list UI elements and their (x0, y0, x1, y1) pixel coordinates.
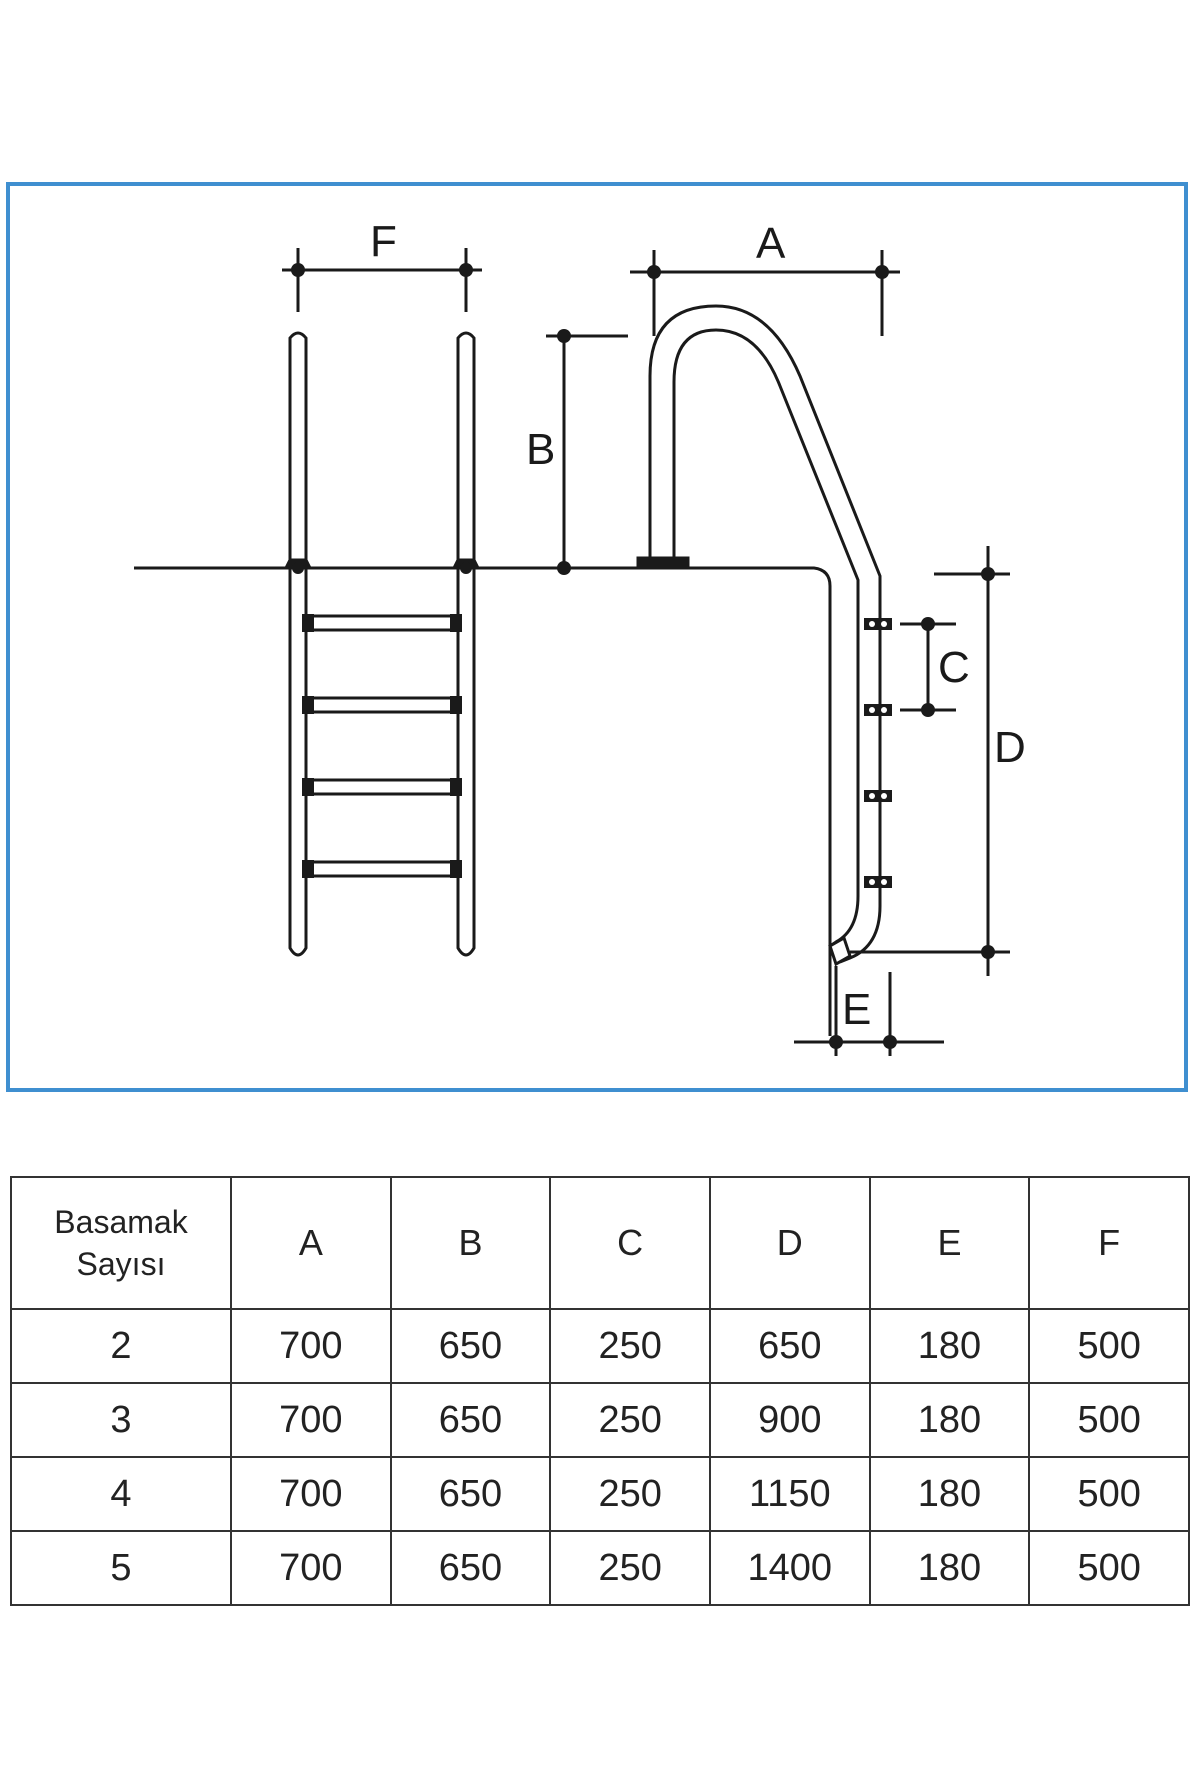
cell-f: 500 (1028, 1530, 1190, 1606)
label-e: E (842, 985, 871, 1034)
cell-a: 700 (230, 1456, 392, 1532)
cell-c: 250 (549, 1308, 711, 1384)
table-row: 4 700 650 250 1150 180 500 (10, 1456, 1190, 1532)
cell-steps: 4 (10, 1456, 232, 1532)
table-row: 3 700 650 250 900 180 500 (10, 1382, 1190, 1458)
side-view-ladder (636, 304, 892, 967)
table-header-row: Basamak Sayısı A B C D E F (10, 1176, 1190, 1310)
cell-steps: 2 (10, 1308, 232, 1384)
dimension-markers (291, 263, 995, 1049)
cell-e: 180 (868, 1308, 1031, 1384)
label-f: F (370, 217, 397, 266)
cell-e: 180 (868, 1382, 1031, 1458)
cell-c: 250 (549, 1456, 711, 1532)
cell-e: 180 (868, 1530, 1031, 1606)
diagram-frame: F A B C D E (6, 182, 1188, 1092)
cell-d: 650 (708, 1308, 871, 1384)
header-col-d: D (708, 1176, 871, 1310)
dimension-f (282, 248, 482, 312)
step-4 (304, 860, 460, 878)
dimension-a (630, 250, 900, 336)
side-handrail-outer (648, 304, 882, 964)
label-a: A (756, 219, 786, 268)
header-col-e: E (868, 1176, 1031, 1310)
side-handrail-inner (672, 328, 860, 948)
cell-b: 650 (389, 1456, 552, 1532)
table-row: 5 700 650 250 1400 180 500 (10, 1530, 1190, 1606)
cell-steps: 3 (10, 1382, 232, 1458)
step-2 (304, 696, 460, 714)
dimension-b (546, 334, 628, 568)
cell-b: 650 (389, 1308, 552, 1384)
header-col-a: A (230, 1176, 392, 1310)
front-right-rail (456, 331, 476, 957)
step-1 (304, 614, 460, 632)
dimensions-table: Basamak Sayısı A B C D E F 2 700 650 250… (10, 1176, 1190, 1606)
header-col-f: F (1028, 1176, 1190, 1310)
front-view-ladder (283, 331, 481, 957)
header-col-c: C (549, 1176, 711, 1310)
pool-deck-line (134, 566, 832, 966)
cell-d: 1400 (708, 1530, 871, 1606)
cell-c: 250 (549, 1382, 711, 1458)
label-c: C (938, 643, 970, 692)
front-left-rail (288, 331, 308, 957)
front-steps (304, 614, 460, 878)
cell-c: 250 (549, 1530, 711, 1606)
header-col-b: B (389, 1176, 552, 1310)
cell-f: 500 (1028, 1456, 1190, 1532)
label-d: D (994, 723, 1026, 772)
cell-e: 180 (868, 1456, 1031, 1532)
cell-a: 700 (230, 1308, 392, 1384)
step-3 (304, 778, 460, 796)
cell-d: 900 (708, 1382, 871, 1458)
cell-b: 650 (389, 1382, 552, 1458)
dimension-d (850, 546, 1010, 976)
cell-steps: 5 (10, 1530, 232, 1606)
cell-d: 1150 (708, 1456, 871, 1532)
label-b: B (526, 425, 555, 474)
table-row: 2 700 650 250 650 180 500 (10, 1308, 1190, 1384)
cell-f: 500 (1028, 1382, 1190, 1458)
cell-a: 700 (230, 1382, 392, 1458)
cell-b: 650 (389, 1530, 552, 1606)
ladder-diagram: F A B C D E (134, 217, 1026, 1056)
cell-a: 700 (230, 1530, 392, 1606)
header-step-count: Basamak Sayısı (10, 1176, 232, 1310)
cell-f: 500 (1028, 1308, 1190, 1384)
